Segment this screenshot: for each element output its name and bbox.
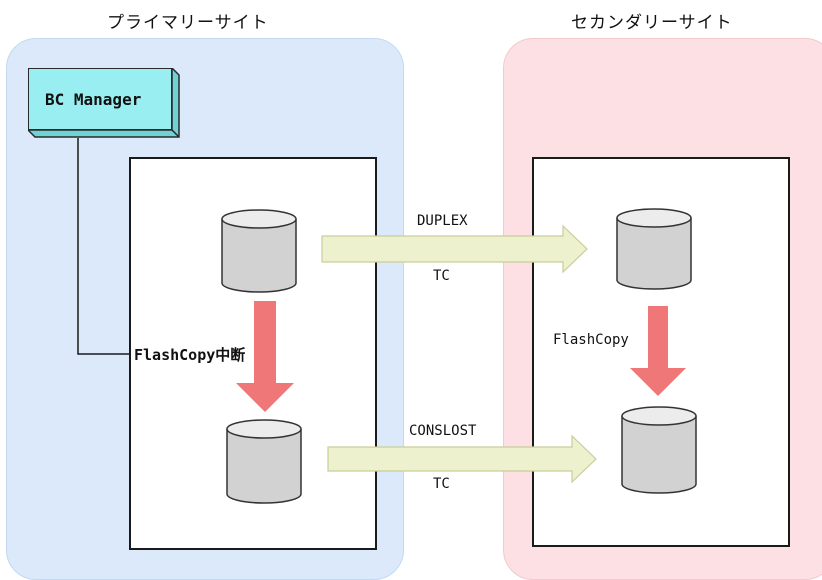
bc-manager-label: BC Manager	[28, 68, 172, 130]
tc-arrow-lower	[327, 434, 597, 484]
primary-site-title: プライマリーサイト	[107, 13, 269, 33]
bc-manager-connector	[77, 138, 130, 355]
volume-primary-source	[221, 209, 297, 293]
tc-lower-state-label: CONSLOST	[409, 423, 477, 439]
volume-secondary-target	[621, 406, 697, 494]
flashcopy-arrow-primary	[236, 301, 294, 412]
secondary-site-title: セカンダリーサイト	[571, 13, 733, 33]
volume-primary-target	[226, 419, 302, 504]
tc-lower-type-label: TC	[433, 476, 450, 492]
tc-upper-type-label: TC	[433, 268, 450, 284]
flashcopy-arrow-secondary	[630, 306, 686, 396]
volume-secondary-source	[616, 208, 692, 290]
bc-manager-box: BC Manager	[28, 68, 180, 138]
tc-upper-state-label: DUPLEX	[417, 213, 468, 229]
bc-manager-3d-shadow	[28, 68, 180, 138]
tc-arrow-upper	[321, 224, 588, 274]
primary-flashcopy-label: FlashCopy中断	[134, 346, 246, 364]
secondary-flashcopy-label: FlashCopy	[553, 332, 629, 348]
